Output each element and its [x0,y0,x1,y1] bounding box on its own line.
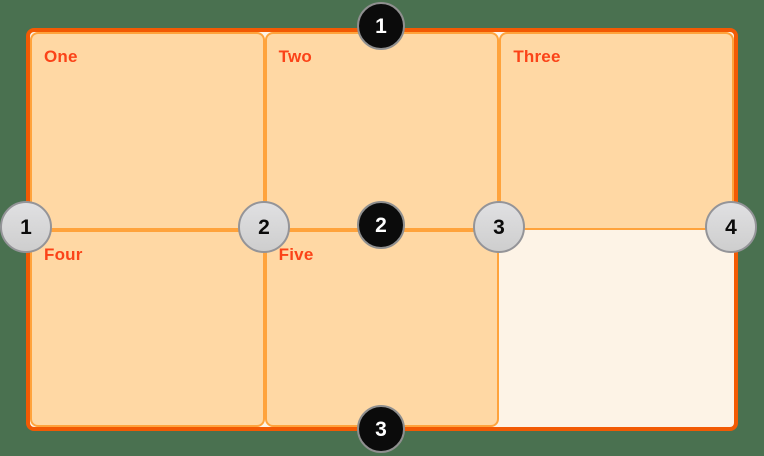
grid-cell-four: Four [30,229,265,427]
grid-cell-three: Three [499,32,734,230]
row-line-badge-2: 2 [357,201,405,249]
grid-cell-one: One [30,32,265,230]
cell-label-five: Five [278,244,314,264]
cell-label-three: Three [513,47,561,66]
row-line-badge-1: 1 [357,2,405,50]
grid-cell-two: Two [264,32,500,230]
column-line-badge-2: 2 [238,201,290,253]
grid-cell-empty [499,230,734,428]
grid-container: One Two Three Four Five [26,28,738,431]
column-line-badge-3: 3 [473,201,525,253]
column-line-badge-1: 1 [0,201,52,253]
grid-cell-five: Five [264,229,500,427]
cell-label-four: Four [44,244,83,264]
cell-label-two: Two [278,47,312,66]
cell-label-one: One [44,47,78,66]
row-line-badge-3: 3 [357,405,405,453]
column-line-badge-4: 4 [705,201,757,253]
